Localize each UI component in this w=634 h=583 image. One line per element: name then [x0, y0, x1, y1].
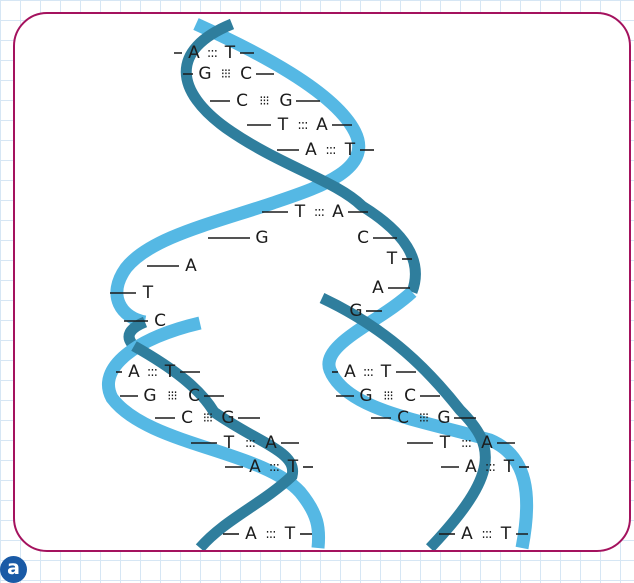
base-right: C [404, 386, 416, 406]
backbone-strand-right-daughter-new [322, 287, 534, 550]
base-left: A [245, 524, 257, 544]
left-daughter-pair: G ⁝⁝⁝ C [120, 386, 224, 406]
hydrogen-bond: ::: [325, 143, 335, 158]
base-right: T [287, 457, 299, 477]
right-fork-base: C [357, 228, 397, 248]
base-left: T [223, 433, 235, 453]
base-left: G [198, 64, 211, 84]
base-left: G [143, 386, 156, 406]
base-left: A [188, 43, 200, 63]
base-left: T [439, 433, 451, 453]
right-daughter-pair: A:::T [332, 362, 416, 382]
right-fork-base: A [372, 278, 410, 298]
base-left: T [142, 283, 154, 303]
base-right: A [332, 202, 344, 222]
right-daughter-pair: G ⁝⁝⁝ C [336, 386, 440, 406]
hydrogen-bond: ⁝⁝⁝ [383, 389, 392, 404]
hydrogen-bond: ::: [314, 205, 324, 220]
base-right: G [221, 408, 234, 428]
hydrogen-bond: ::: [485, 460, 495, 475]
hydrogen-bond: ::: [297, 118, 307, 133]
hydrogen-bond: ::: [461, 436, 471, 451]
base-right: G [349, 301, 362, 321]
right-daughter-pair: A:::T [441, 457, 529, 477]
top-helix-pair: G ⁝⁝⁝ C [183, 64, 274, 84]
left-daughter-pair: A:::T [116, 362, 200, 382]
hydrogen-bond: ⁝⁝⁝ [259, 94, 268, 109]
base-left: G [255, 228, 268, 248]
base-left: C [181, 408, 193, 428]
base-right: T [380, 362, 392, 382]
base-left: T [294, 202, 306, 222]
base-left: A [305, 140, 317, 160]
top-helix-pair: T:::A [262, 202, 368, 222]
base-left: A [249, 457, 261, 477]
hydrogen-bond: ::: [481, 527, 491, 542]
base-left: C [154, 311, 166, 331]
top-helix-pair: T:::A [247, 115, 352, 135]
base-left: A [344, 362, 356, 382]
backbone-strand-left-daughter-new [102, 316, 326, 549]
base-left: A [128, 362, 140, 382]
backbone-strand-left-daughter-old [131, 341, 299, 550]
top-helix-pair: C ⁝⁝⁝ G [210, 91, 320, 111]
base-right: T [344, 140, 356, 160]
base-right: C [357, 228, 369, 248]
hydrogen-bond: ::: [245, 436, 255, 451]
hydrogen-bond: ::: [147, 365, 157, 380]
top-helix-pair: A:::T [174, 43, 254, 63]
right-daughter-pair: C ⁝⁝⁝ G [371, 408, 476, 428]
left-daughter-pair: C ⁝⁝⁝ G [155, 408, 260, 428]
right-daughter-pair: T:::A [407, 433, 515, 453]
left-daughter-pair: A:::T [223, 524, 312, 544]
base-right: A [481, 433, 493, 453]
base-right: T [224, 43, 236, 63]
backbone-strands [102, 18, 534, 550]
left-fork-base: T [110, 283, 154, 303]
base-left: T [277, 115, 289, 135]
left-fork-base: G [208, 228, 269, 248]
base-left: A [185, 256, 197, 276]
base-right: T [164, 362, 176, 382]
hydrogen-bond: ⁝⁝⁝ [203, 411, 212, 426]
base-left: G [359, 386, 372, 406]
left-daughter-pair: A:::T [225, 457, 313, 477]
left-fork-base: C [124, 311, 166, 331]
base-right: A [372, 278, 384, 298]
figure-label-badge: a [0, 556, 27, 583]
backbone-strand-top-right [180, 18, 421, 294]
base-right: A [265, 433, 277, 453]
base-pair-labels: A:::TG⁝⁝⁝CC⁝⁝⁝GT:::AA:::TT:::AA:::TG⁝⁝⁝C… [110, 43, 529, 544]
base-right: C [240, 64, 252, 84]
base-right: C [188, 386, 200, 406]
backbone-strand-top-left [110, 18, 366, 329]
hydrogen-bond: ⁝⁝⁝ [419, 411, 428, 426]
base-left: C [236, 91, 248, 111]
right-fork-base: G [349, 301, 382, 321]
backbone-strand-right-daughter-old [319, 293, 491, 550]
hydrogen-bond: ::: [265, 527, 275, 542]
right-daughter-pair: A:::T [439, 524, 528, 544]
hydrogen-bond: ::: [363, 365, 373, 380]
top-helix-pair: A:::T [277, 140, 374, 160]
base-left: C [397, 408, 409, 428]
base-right: G [279, 91, 292, 111]
base-left: A [465, 457, 477, 477]
base-right: T [284, 524, 296, 544]
base-left: A [461, 524, 473, 544]
base-right: T [503, 457, 515, 477]
hydrogen-bond: ⁝⁝⁝ [167, 389, 176, 404]
base-right: T [386, 249, 398, 269]
base-right: G [437, 408, 450, 428]
left-daughter-pair: T:::A [191, 433, 299, 453]
base-right: T [500, 524, 512, 544]
right-fork-base: T [386, 249, 412, 269]
left-fork-base: A [147, 256, 197, 276]
base-right: A [316, 115, 328, 135]
hydrogen-bond: ::: [269, 460, 279, 475]
hydrogen-bond: ::: [207, 46, 217, 61]
hydrogen-bond: ⁝⁝⁝ [221, 67, 230, 82]
